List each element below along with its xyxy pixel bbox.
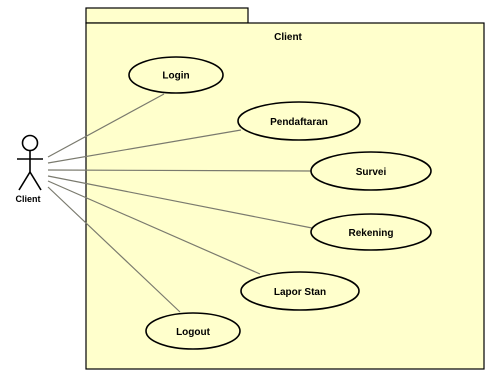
use-case-rekening-label: Rekening <box>348 228 393 239</box>
use-case-pendaftaran-ellipse <box>237 101 361 141</box>
use-case-survei-label: Survei <box>356 167 387 178</box>
use-case-survei-ellipse <box>310 151 432 191</box>
association-lines <box>47 93 313 313</box>
use-case-lapor-stan[interactable]: Lapor Stan <box>240 271 360 311</box>
use-case-lapor-stan-ellipse <box>240 271 360 311</box>
association-survei <box>47 169 313 172</box>
use-case-logout-ellipse <box>145 312 241 350</box>
actor-label: Client <box>15 194 40 204</box>
use-case-logout[interactable]: Logout <box>145 312 241 350</box>
actor-client[interactable] <box>17 134 43 191</box>
actor-head <box>21 134 39 152</box>
use-case-lapor-stan-label: Lapor Stan <box>274 287 326 298</box>
actor-right-leg <box>29 171 42 191</box>
association-lapor-stan <box>47 180 261 275</box>
use-case-rekening-ellipse <box>310 213 432 251</box>
package-title: Client <box>274 32 302 43</box>
use-case-pendaftaran-label: Pendaftaran <box>270 117 328 128</box>
association-pendaftaran <box>47 129 242 164</box>
use-case-login[interactable]: Login <box>128 56 224 94</box>
use-case-survei[interactable]: Survei <box>310 151 432 191</box>
association-login <box>47 93 165 158</box>
association-logout <box>47 186 181 313</box>
use-case-login-label: Login <box>162 71 189 82</box>
package-tab <box>85 7 249 24</box>
use-case-logout-label: Logout <box>176 327 211 338</box>
use-case-login-ellipse <box>128 56 224 94</box>
association-rekening <box>47 175 313 229</box>
actor-left-leg <box>18 171 31 191</box>
use-case-rekening[interactable]: Rekening <box>310 213 432 251</box>
use-case-pendaftaran[interactable]: Pendaftaran <box>237 101 361 141</box>
